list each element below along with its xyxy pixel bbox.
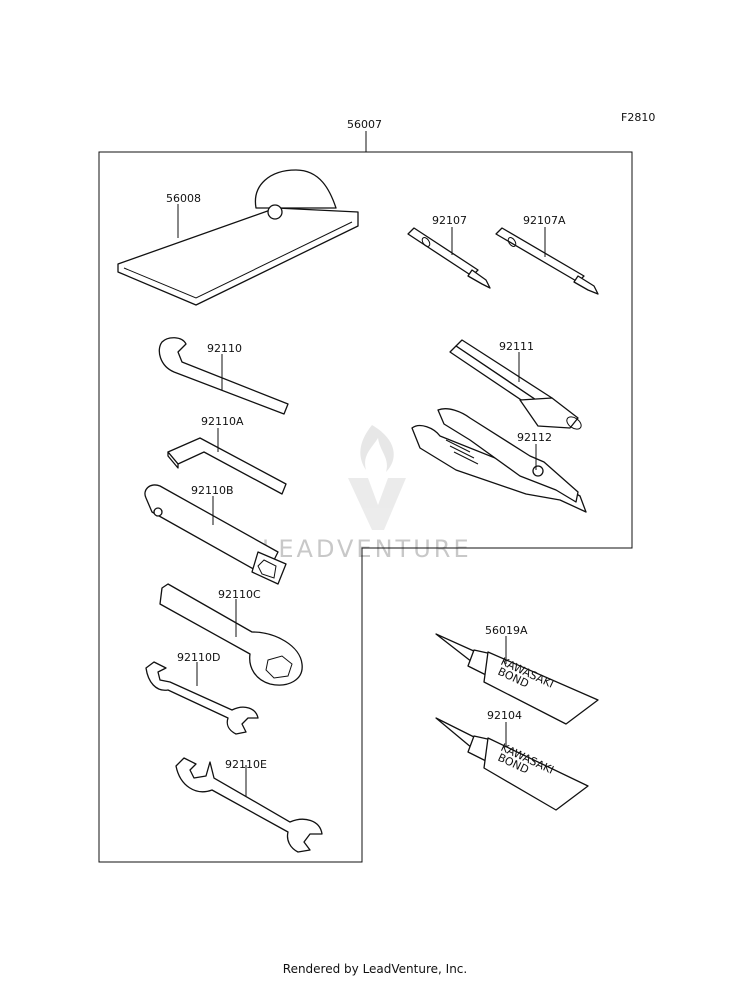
- label-hook-wrench: 92110: [207, 342, 242, 355]
- kit-outline: [98, 151, 633, 863]
- tool-pouch-icon: [117, 169, 359, 306]
- hook-wrench-icon: [158, 337, 289, 415]
- screwdriver-icon: [407, 227, 491, 289]
- label-open-wrench-small: 92110D: [177, 651, 220, 664]
- open-wrench-icon: [175, 757, 323, 853]
- bond-tube-a-icon: KAWASAKI BOND: [435, 633, 599, 725]
- plug-socket-wrench-icon: [144, 484, 287, 585]
- label-bond-tube: 92104: [487, 709, 522, 722]
- label-bond-tube-a: 56019A: [485, 624, 528, 637]
- open-wrench-small-icon: [145, 661, 259, 735]
- pliers-icon: [411, 408, 587, 513]
- figure-code: F2810: [621, 111, 655, 124]
- handle-icon: [449, 339, 582, 430]
- hex-key-icon: [167, 437, 287, 495]
- footer-credit: Rendered by LeadVenture, Inc.: [282, 962, 468, 976]
- watermark-text: LEADVENTURE: [262, 535, 472, 563]
- label-handle: 92111: [499, 340, 534, 353]
- watermark-logo-icon: [348, 425, 406, 530]
- label-pouch: 56008: [166, 192, 201, 205]
- screwdriver-a-icon: [495, 227, 599, 295]
- label-plug-socket: 92110B: [191, 484, 234, 497]
- bond-tube-icon: KAWASAKI BOND: [435, 717, 589, 811]
- label-pliers: 92112: [517, 431, 552, 444]
- label-screwdriver-a: 92107A: [523, 214, 566, 227]
- label-open-wrench: 92110E: [225, 758, 267, 771]
- label-ring-wrench: 92110C: [218, 588, 261, 601]
- label-screwdriver: 92107: [432, 214, 467, 227]
- ring-wrench-icon: [159, 583, 303, 686]
- label-kit: 56007: [347, 118, 382, 131]
- label-hex-key: 92110A: [201, 415, 244, 428]
